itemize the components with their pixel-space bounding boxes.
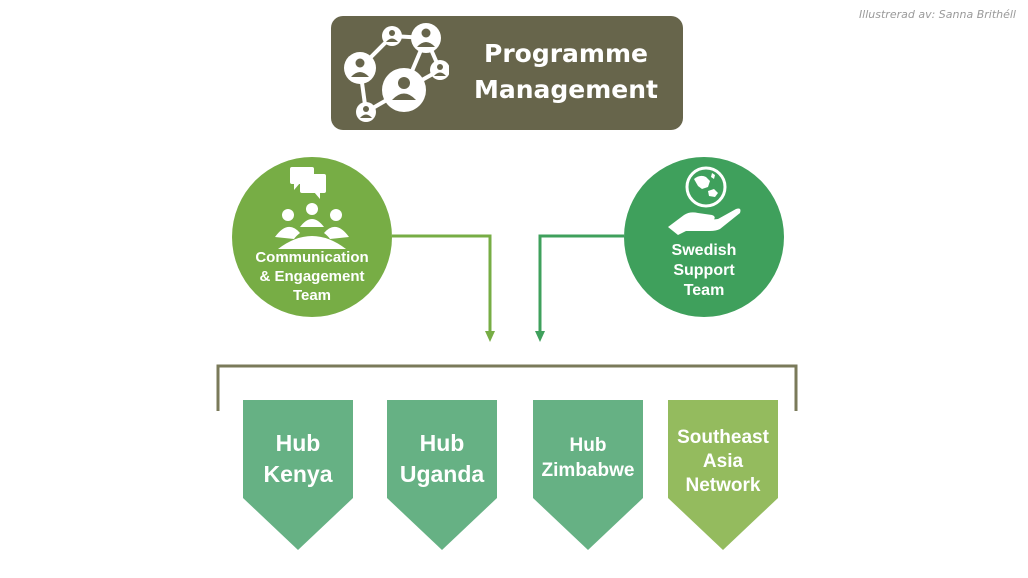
hub-pennant-shape <box>387 400 497 550</box>
team-label-line-3: Team <box>683 282 725 299</box>
hub-label-line-2: Zimbabwe <box>541 460 635 481</box>
hub-label-line-3: Network <box>685 475 761 496</box>
team-label-line-1: Swedish <box>671 242 737 259</box>
team-label: Communication & Engagement Team <box>232 248 392 305</box>
hub-label-line-2: Kenya <box>263 461 333 487</box>
programme-management-title: Programme Management <box>455 36 677 108</box>
hub-pennant-shape <box>243 400 353 550</box>
hub-kenya: Hub Kenya <box>243 400 353 550</box>
bracket-line <box>216 364 798 411</box>
hub-label: Hub Kenya <box>243 428 353 490</box>
hub-label-line-2: Asia <box>702 451 744 472</box>
swedish-support-team: Swedish Support Team <box>624 157 784 317</box>
hand-globe-icon <box>668 166 741 235</box>
hub-zimbabwe: Hub Zimbabwe <box>533 400 643 550</box>
arrow-ce-to-hubs <box>392 234 492 332</box>
team-label-line-2: Support <box>673 262 735 279</box>
hub-label-line-1: Southeast <box>677 427 769 448</box>
hub-pennant-shape <box>533 400 643 550</box>
team-label: Swedish Support Team <box>624 241 784 301</box>
southeast-asia-network: Southeast Asia Network <box>668 400 778 550</box>
communication-engagement-team: Communication & Engagement Team <box>232 157 392 317</box>
hub-uganda: Hub Uganda <box>387 400 497 550</box>
hub-label-line-1: Hub <box>569 435 607 456</box>
arrowhead-ce <box>485 331 495 342</box>
title-line-2: Management <box>473 75 659 104</box>
network-people-icon <box>344 23 449 122</box>
hub-label: Southeast Asia Network <box>668 426 778 498</box>
hub-label-line-2: Uganda <box>399 461 485 487</box>
team-label-line-2: & Engagement <box>259 268 365 285</box>
hub-label: Hub Uganda <box>387 428 497 490</box>
programme-management-box: Programme Management <box>331 16 683 130</box>
hub-label-line-1: Hub <box>419 430 465 456</box>
team-label-line-1: Communication <box>255 249 369 266</box>
arrowhead-sw <box>535 331 545 342</box>
title-line-1: Programme <box>484 39 648 68</box>
hub-label: Hub Zimbabwe <box>533 433 643 483</box>
hub-label-line-1: Hub <box>275 430 321 456</box>
hub-pennant-shape <box>668 400 778 550</box>
team-label-line-3: Team <box>292 287 332 304</box>
illustrator-credit: Illustrerad av: Sanna Brithéll <box>858 8 1016 21</box>
arrow-sw-to-hubs <box>538 234 624 332</box>
group-chat-icon <box>275 167 349 249</box>
